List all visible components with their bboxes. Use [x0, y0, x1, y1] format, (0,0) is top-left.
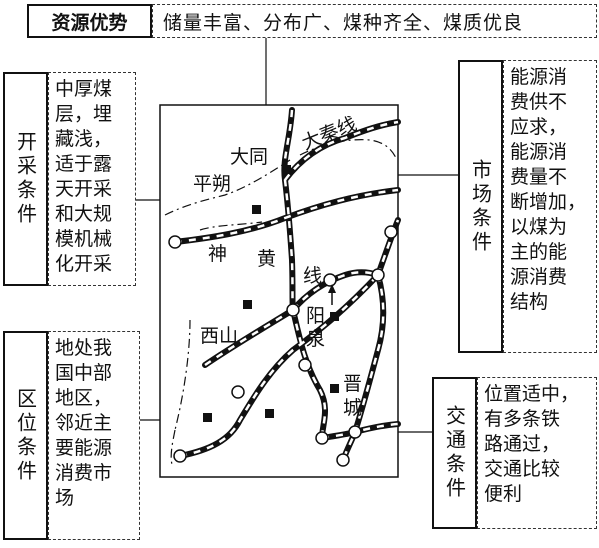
coal-base-xishan — [243, 300, 252, 309]
resource-content: 储量丰富、分布广、煤种齐全、煤质优良 — [152, 4, 597, 38]
mining-content: 中厚煤 层，埋 藏浅， 适于露 天开采 和大规 模机械 化开采 — [48, 72, 136, 286]
label-cheng: 城 — [343, 397, 362, 419]
label-pingshuo: 平朔 — [193, 173, 231, 195]
mining-title: 开采条件 — [3, 72, 48, 286]
junction — [231, 385, 245, 399]
transport-title: 交通条件 — [432, 377, 477, 529]
coal-base-pingshuo — [252, 205, 261, 214]
label-huang: 黄 — [257, 248, 276, 270]
transport-content: 位置适中， 有多条铁 路通过， 交通比较 便利 — [477, 377, 597, 529]
location-title: 区位条件 — [3, 331, 48, 540]
label-yang: 阳 — [306, 305, 325, 327]
province-boundary — [164, 139, 397, 466]
junction — [315, 431, 329, 445]
junction-taiyuan — [286, 303, 300, 317]
coal-base — [265, 409, 274, 418]
market-content: 能源消 费供不 应求， 能源消 费量不 断增加， 以煤为 主的能 源消费 结构 — [503, 60, 597, 353]
label-shen: 神 — [208, 243, 227, 265]
label-xian: 线 — [303, 265, 322, 287]
coal-base-jincheng — [330, 384, 339, 393]
railway-junctions — [168, 225, 398, 467]
junction — [168, 235, 182, 249]
coal-base — [203, 413, 212, 422]
label-jin: 晋 — [343, 373, 362, 395]
junction — [384, 225, 398, 239]
label-xishan: 西山 — [200, 325, 238, 347]
coal-bases — [203, 165, 339, 422]
location-content: 地处我 国中部 地区， 邻近主 要能源 消费市 场 — [48, 331, 140, 540]
junction — [323, 273, 337, 287]
label-datong: 大同 — [230, 146, 268, 168]
label-quan: 泉 — [306, 328, 325, 350]
junction — [173, 449, 187, 463]
resource-title: 资源优势 — [27, 4, 152, 38]
arrow-head — [328, 284, 336, 293]
junction — [371, 268, 385, 282]
coal-base-datong — [282, 165, 291, 174]
coal-base-yangquan — [330, 312, 339, 321]
junction — [348, 425, 362, 439]
junction — [336, 453, 350, 467]
market-title: 市场条件 — [458, 60, 503, 353]
junction — [298, 358, 312, 372]
